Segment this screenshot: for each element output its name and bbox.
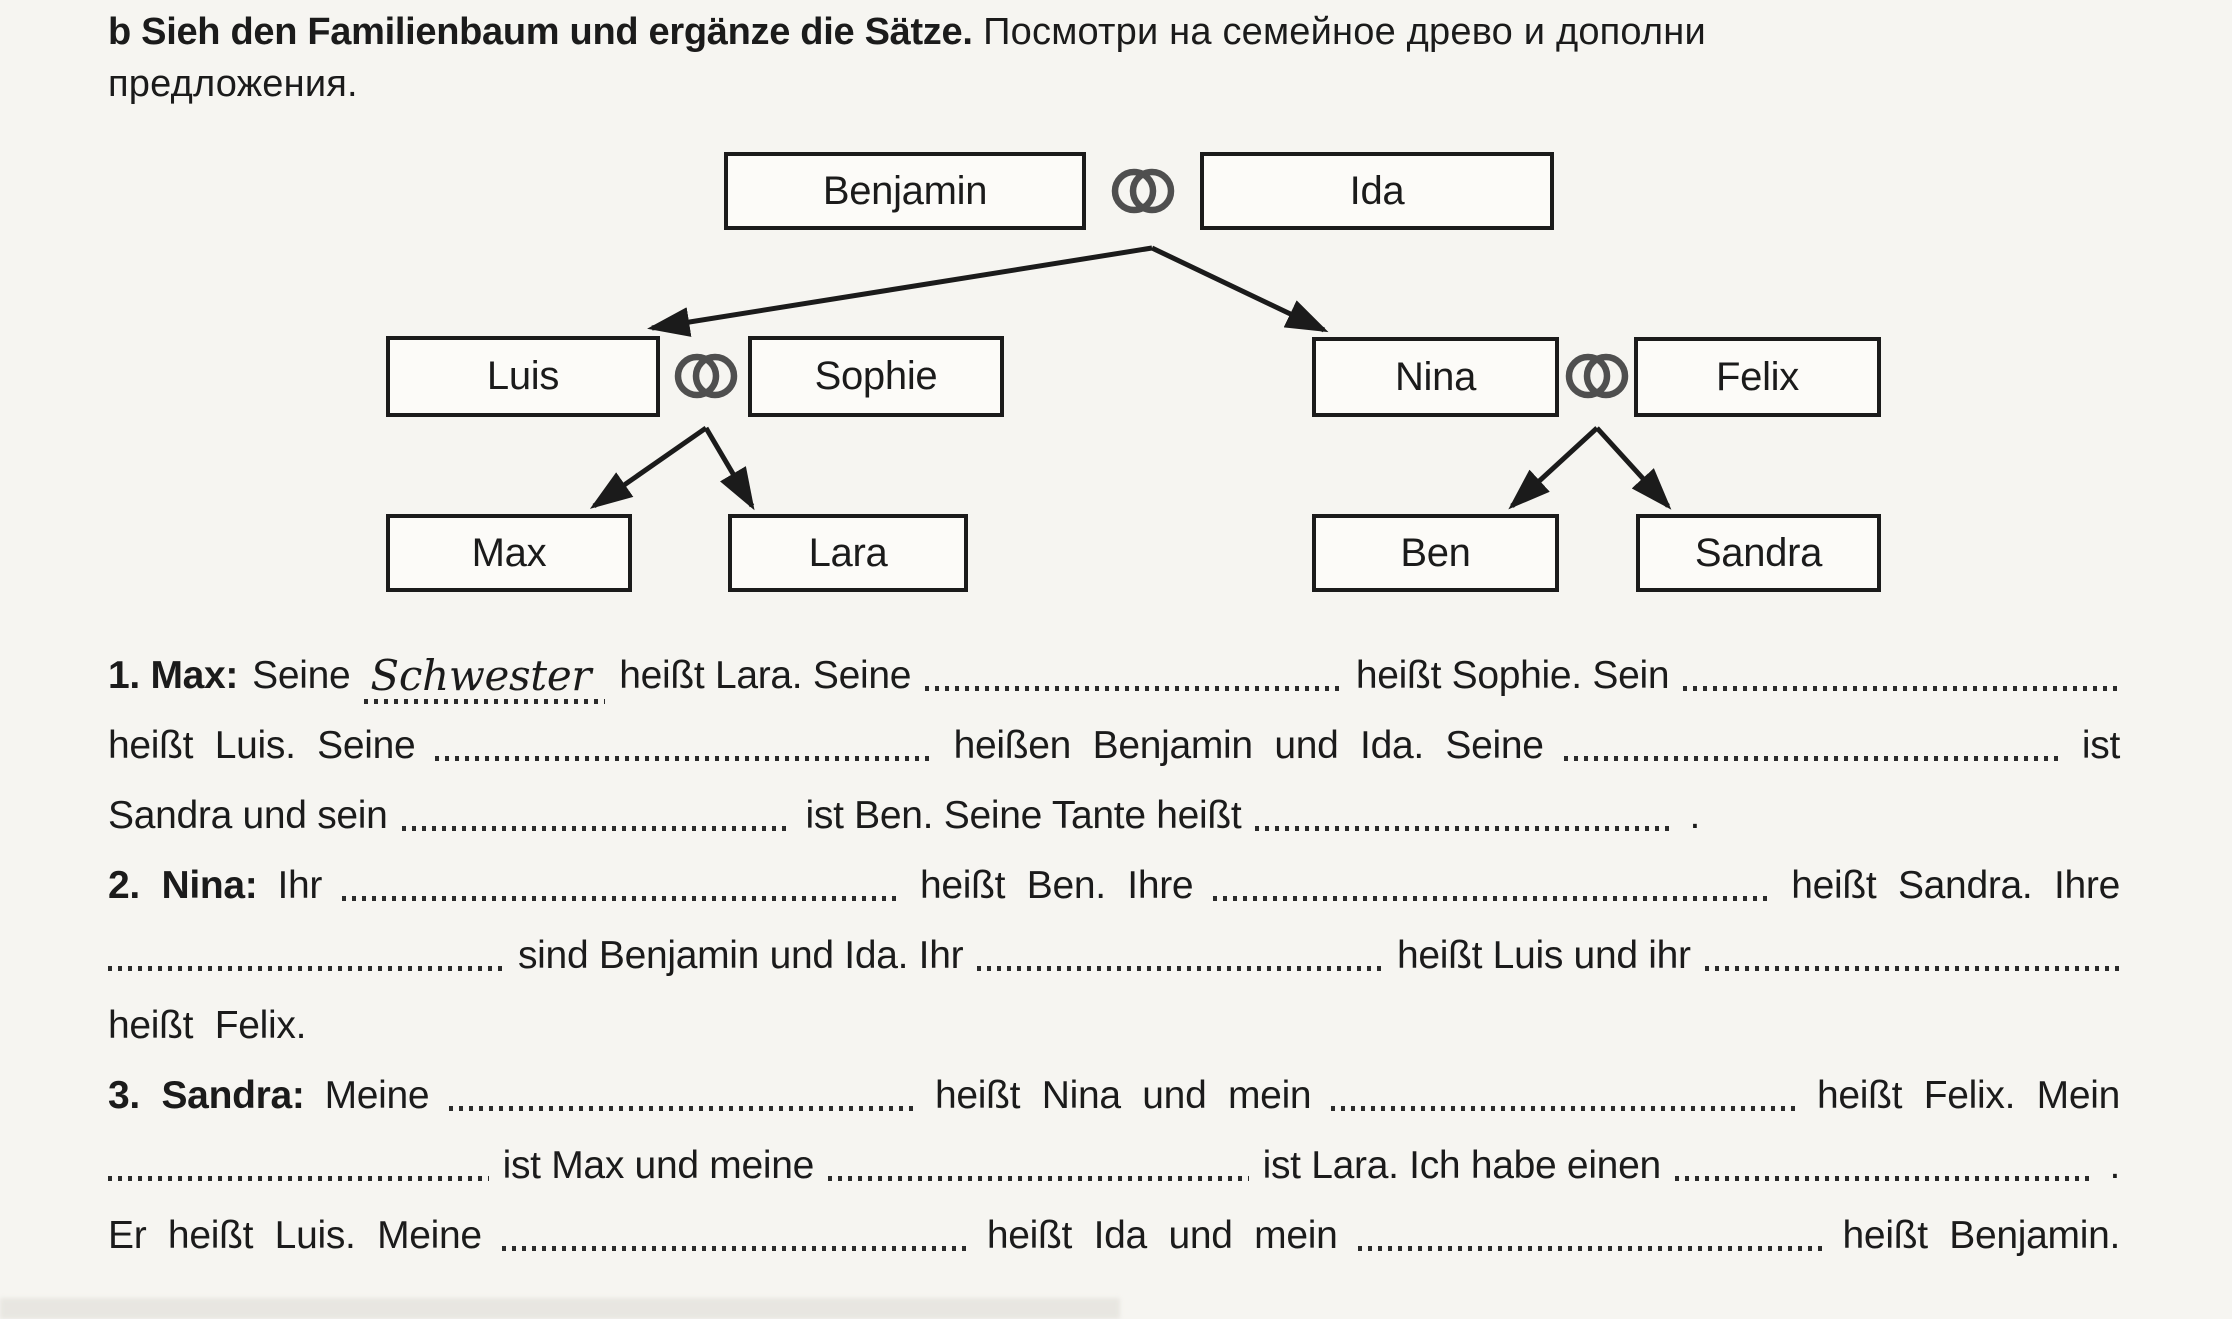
tree-node-benjamin: Benjamin — [724, 152, 1086, 230]
answer-blank — [1255, 826, 1676, 831]
answer-blank — [1331, 1106, 1798, 1111]
tree-node-label: Max — [471, 530, 547, 575]
exercise-text: ist Lara. Ich habe einen — [1262, 1144, 1662, 1187]
exercise-line-1: 1. Max: Seine Schwester heißt Lara. Seine he… — [108, 650, 2120, 704]
tree-node-lara: Lara — [728, 514, 968, 592]
exercise-text: heißt Felix. Mein — [1817, 1074, 2120, 1117]
exercise-text: heißen Benjamin und Ida. Seine — [953, 724, 1544, 767]
instruction-russian-cont: предложения. — [108, 63, 358, 105]
exercise-line-4: 2. Nina: Ihr heißt Ben. Ihre heißt Sandra. … — [108, 860, 2120, 908]
answer-blank — [401, 826, 792, 831]
exercise-line-6: heißt Felix. — [108, 1000, 2120, 1048]
tree-arrows — [589, 245, 1672, 511]
exercise-text: heißt Benjamin. — [1842, 1214, 2121, 1257]
answer-blank — [108, 966, 504, 971]
exercise-text: Ihr — [277, 864, 323, 907]
tree-node-label: Ida — [1349, 168, 1405, 213]
instruction-german: b Sieh den Familienbaum und ergänze die … — [108, 11, 973, 53]
wedding-rings-icon — [1111, 168, 1175, 214]
exercise-text: ist — [2081, 724, 2120, 767]
exercise-text: . — [1689, 794, 1701, 837]
exercise-line-2: heißt Luis. Seine heißen Benjamin und Ida… — [108, 720, 2120, 768]
exercise-text: heißt Sandra. Ihre — [1791, 864, 2120, 907]
exercise-text: sind Benjamin und Ida. Ihr — [517, 934, 964, 977]
scan-artifact — [0, 1298, 1120, 1319]
answer-blank — [977, 966, 1383, 971]
instruction-line-1: b Sieh den Familienbaum und ergänze die … — [108, 6, 2124, 58]
instruction-line-2: предложения. — [108, 58, 2124, 110]
exercise-text: heißt Lara. Seine — [619, 654, 912, 697]
exercise-line-8: ist Max und meine ist Lara. Ich habe eine… — [108, 1140, 2120, 1188]
exercise-text: heißt Nina und mein — [935, 1074, 1312, 1117]
tree-node-label: Sophie — [814, 354, 938, 398]
family-tree-diagram: Benjamin Ida Luis Sophie Nina Felix Max … — [0, 0, 2232, 640]
exercise-text: . — [2109, 1144, 2121, 1187]
exercise-text: heißt Luis. Seine — [108, 724, 416, 767]
exercise-text: ist Ben. Seine Tante heißt — [805, 794, 1242, 837]
exercise-text: heißt Sophie. Sein — [1355, 654, 1670, 697]
tree-node-max: Max — [386, 514, 632, 592]
answer-blank — [1683, 686, 2120, 691]
answer-blank — [108, 1176, 489, 1181]
tree-node-ida: Ida — [1200, 152, 1554, 230]
answer-blank — [342, 896, 900, 901]
handwritten-answer: Schwester — [364, 654, 606, 704]
tree-node-ben: Ben — [1312, 514, 1559, 592]
tree-node-felix: Felix — [1634, 337, 1881, 417]
exercise-text: 2. Nina: — [108, 864, 258, 907]
tree-node-label: Lara — [808, 530, 888, 575]
exercise-text: Meine — [324, 1074, 430, 1117]
exercise-text: Er heißt Luis. Meine — [108, 1214, 482, 1257]
exercise-text: 1. Max: — [108, 654, 239, 697]
exercise-line-9: Er heißt Luis. Meine heißt Ida und mein he… — [108, 1210, 2120, 1258]
exercise-text: heißt Felix. — [108, 1004, 307, 1047]
exercise-text: heißt Ida und mein — [986, 1214, 1338, 1257]
tree-node-label: Sandra — [1694, 530, 1823, 575]
answer-blank — [1357, 1246, 1823, 1251]
exercise-instructions: b Sieh den Familienbaum und ergänze die … — [108, 6, 2124, 110]
wedding-rings-icon — [674, 353, 738, 399]
exercise-text: heißt Luis und ihr — [1396, 934, 1691, 977]
tree-node-label: Benjamin — [822, 168, 988, 213]
exercise-text: ist Max und meine — [502, 1144, 815, 1187]
exercise-text: Sandra und sein — [108, 794, 388, 837]
exercise-text: Seine — [252, 654, 351, 697]
answer-blank — [501, 1246, 967, 1251]
tree-node-nina: Nina — [1312, 337, 1559, 417]
exercise-text: 3. Sandra: — [108, 1074, 305, 1117]
answer-blank — [1674, 1176, 2096, 1181]
answer-blank — [449, 1106, 915, 1111]
exercise-sentences: 1. Max: Seine Schwester heißt Lara. Seine he… — [108, 650, 2120, 1280]
answer-blank — [435, 756, 934, 761]
answer-blank — [1213, 896, 1772, 901]
exercise-line-3: Sandra und sein ist Ben. Seine Tante heiß… — [108, 790, 2120, 838]
answer-blank — [828, 1176, 1249, 1181]
tree-node-sophie: Sophie — [748, 336, 1004, 417]
exercise-text: heißt Ben. Ihre — [920, 864, 1194, 907]
tree-node-label: Nina — [1394, 354, 1477, 399]
tree-node-label: Luis — [486, 354, 560, 398]
tree-node-label: Ben — [1400, 530, 1471, 575]
exercise-line-5: sind Benjamin und Ida. Ihr heißt Luis und… — [108, 930, 2120, 978]
wedding-rings-icon — [1565, 353, 1629, 399]
tree-node-sandra: Sandra — [1636, 514, 1881, 592]
answer-blank — [1704, 966, 2120, 971]
answer-blank — [1563, 756, 2062, 761]
tree-node-label: Felix — [1716, 354, 1799, 399]
tree-node-luis: Luis — [386, 336, 660, 417]
exercise-line-7: 3. Sandra: Meine heißt Nina und mein heißt … — [108, 1070, 2120, 1118]
answer-blank — [925, 686, 1342, 691]
instruction-russian: Посмотри на семейное древо и дополни — [983, 11, 1706, 53]
